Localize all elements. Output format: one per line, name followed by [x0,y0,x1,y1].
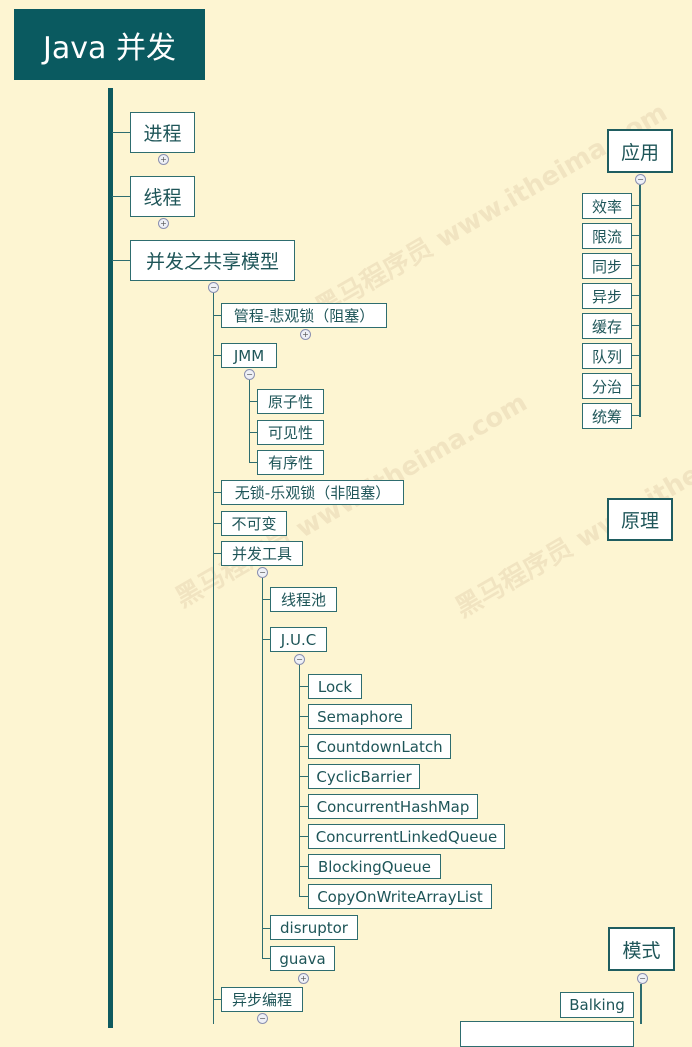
topic-process[interactable]: 进程 [130,112,195,153]
topic-juc-item[interactable]: Lock [308,674,362,699]
connector [262,639,270,640]
expand-icon[interactable]: + [298,973,309,984]
collapse-icon[interactable]: − [244,369,255,380]
connector [632,325,640,326]
connector [632,205,640,206]
topic-application-item[interactable]: 缓存 [582,313,632,339]
collapse-icon[interactable]: − [257,567,268,578]
topic-pattern-next[interactable] [460,1021,634,1047]
branch-line [639,185,641,417]
topic-application-item[interactable]: 异步 [582,283,632,309]
collapse-icon[interactable]: − [208,282,219,293]
connector [213,315,221,316]
connector [632,295,640,296]
topic-guava[interactable]: guava [270,946,335,971]
connector [112,132,130,133]
topic-application-item[interactable]: 统筹 [582,403,632,429]
connector [299,866,308,867]
expand-icon[interactable]: + [158,218,169,229]
connector [632,415,640,416]
branch-line [249,380,250,462]
topic-visibility[interactable]: 可见性 [257,420,324,445]
topic-pattern[interactable]: 模式 [608,927,675,971]
topic-juc-item[interactable]: BlockingQueue [308,854,441,879]
connector [112,196,130,197]
connector [249,462,257,463]
expand-icon[interactable]: + [300,329,311,340]
topic-disruptor[interactable]: disruptor [270,915,358,940]
connector [299,776,308,777]
branch-line [640,984,642,1024]
branch-line [262,578,263,959]
connector [249,401,257,402]
topic-atomicity[interactable]: 原子性 [257,389,324,414]
connector [213,523,221,524]
connector [249,432,257,433]
connector [299,836,308,837]
connector [632,355,640,356]
collapse-icon[interactable]: − [635,174,646,185]
topic-lockfree[interactable]: 无锁-乐观锁（非阻塞） [221,480,404,505]
topic-application-item[interactable]: 分治 [582,373,632,399]
collapse-icon[interactable]: − [257,1013,268,1024]
topic-application-item[interactable]: 限流 [582,223,632,249]
topic-thread[interactable]: 线程 [130,176,195,217]
connector [262,928,270,929]
collapse-icon[interactable]: − [637,973,648,984]
topic-balking[interactable]: Balking [560,992,634,1018]
connector [213,492,221,493]
root-topic[interactable]: Java 并发 [14,9,205,80]
topic-juc[interactable]: J.U.C [270,627,327,652]
topic-application-item[interactable]: 队列 [582,343,632,369]
connector [299,896,308,897]
connector [632,235,640,236]
connector [213,999,221,1000]
connector [299,806,308,807]
topic-shared-model[interactable]: 并发之共享模型 [130,240,295,281]
topic-juc-item[interactable]: CopyOnWriteArrayList [308,884,492,909]
topic-tools[interactable]: 并发工具 [221,541,303,566]
topic-principle[interactable]: 原理 [607,498,673,541]
topic-juc-item[interactable]: ConcurrentLinkedQueue [308,824,505,849]
expand-icon[interactable]: + [158,154,169,165]
topic-immutable[interactable]: 不可变 [221,511,287,536]
connector [112,260,130,261]
connector [632,385,640,386]
connector [299,746,308,747]
connector [262,958,270,959]
topic-application[interactable]: 应用 [607,129,673,173]
topic-monitor[interactable]: 管程-悲观锁（阻塞） [221,303,387,328]
topic-thread-pool[interactable]: 线程池 [270,587,337,612]
topic-jmm[interactable]: JMM [221,343,277,368]
topic-ordering[interactable]: 有序性 [257,450,324,475]
connector [213,355,221,356]
branch-line [299,665,300,897]
connector [213,553,221,554]
trunk-line [108,88,113,1028]
topic-application-item[interactable]: 效率 [582,193,632,219]
topic-juc-item[interactable]: ConcurrentHashMap [308,794,478,819]
topic-async[interactable]: 异步编程 [221,987,303,1012]
topic-juc-item[interactable]: CyclicBarrier [308,764,420,789]
connector [632,265,640,266]
connector [262,599,270,600]
branch-line [213,293,214,1024]
connector [299,686,308,687]
topic-juc-item[interactable]: CountdownLatch [308,734,451,759]
topic-application-item[interactable]: 同步 [582,253,632,279]
connector [299,716,308,717]
collapse-icon[interactable]: − [294,654,305,665]
topic-juc-item[interactable]: Semaphore [308,704,412,729]
